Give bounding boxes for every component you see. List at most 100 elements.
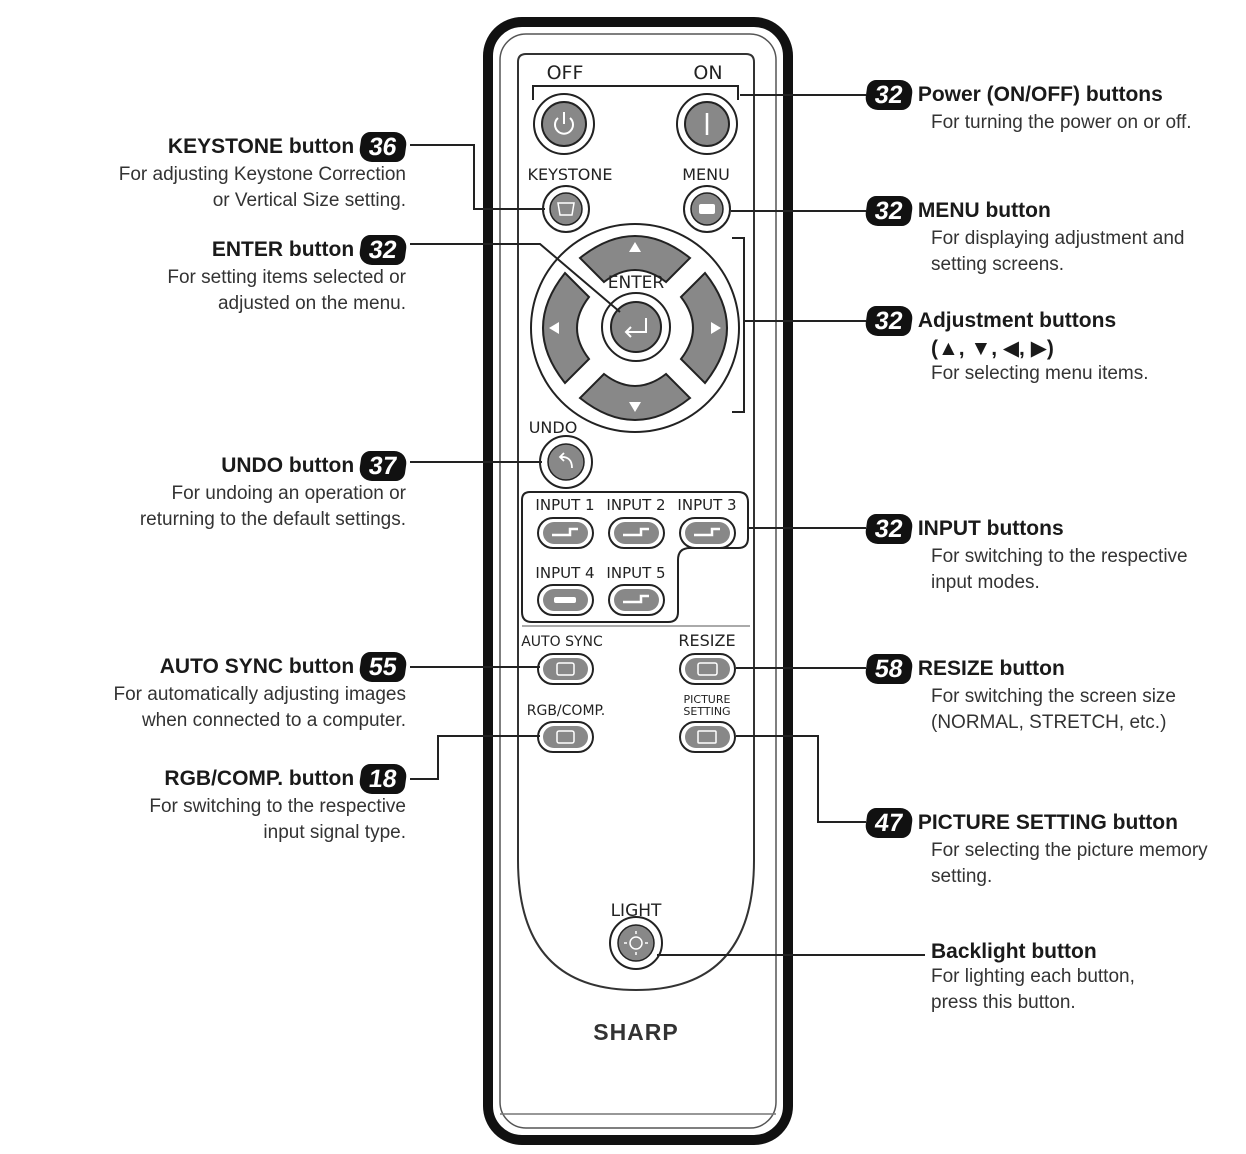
auto-sync-desc-2: when connected to a computer. [141,710,406,731]
input-plug-icon [694,527,720,537]
input-bar-icon [554,597,576,603]
undo-desc-1: For undoing an operation or [171,483,407,504]
menu-button[interactable] [683,185,731,233]
enter-page-badge: 32 [358,235,409,265]
undo-page-badge: 37 [358,451,409,481]
auto-sync-title: AUTO SYNC button [159,655,355,678]
enter-button[interactable] [601,292,671,362]
resize-label: RESIZE [678,631,735,650]
input-plug-icon [623,527,649,537]
on-label: ON [693,62,722,84]
rgb-comp-icon [556,730,575,744]
adjustment-title: Adjustment buttons [917,309,1117,332]
rgb-comp-button[interactable] [537,721,594,753]
input-page-badge: 32 [863,514,914,544]
rgb-comp-desc-2: input signal type. [263,822,406,843]
backlight-desc-2: press this button. [931,992,1076,1013]
picture-setting-button[interactable] [679,721,736,753]
picture-setting-label-2: SETTING [683,705,730,718]
picture-setting-title: PICTURE SETTING button [917,811,1178,834]
keystone-desc-2: or Vertical Size setting. [212,190,406,211]
input1-label: INPUT 1 [535,496,594,514]
input-title: INPUT buttons [917,517,1064,540]
power-page-badge: 32 [863,80,914,110]
adjustment-subtitle: (▲, ▼, ◀, ▶) [931,337,1054,360]
keystone-button[interactable] [542,185,590,233]
light-button[interactable] [609,916,663,970]
input4-label: INPUT 4 [535,564,594,582]
undo-arrow-icon [558,452,573,469]
input-plug-icon [623,594,649,604]
picture-setting-page-badge: 47 [863,808,914,838]
undo-desc-2: returning to the default settings. [139,509,406,530]
right-button[interactable] [679,271,728,385]
auto-sync-page-badge: 55 [358,652,409,682]
auto-sync-button[interactable] [537,653,594,685]
input-desc-1: For switching to the respective [931,546,1188,567]
input-desc-2: input modes. [931,572,1040,593]
right-arrow-icon [711,322,721,334]
undo-button[interactable] [539,435,593,489]
enter-title: ENTER button [211,238,355,261]
input3-button[interactable] [679,517,736,549]
power-title: Power (ON/OFF) buttons [917,83,1163,106]
left-arrow-icon [549,322,559,334]
backlight-desc-1: For lighting each button, [931,966,1135,987]
rgb-comp-desc-1: For switching to the respective [149,796,406,817]
undo-label: UNDO [529,418,578,437]
input2-label: INPUT 2 [606,496,665,514]
resize-title: RESIZE button [917,657,1065,680]
backlight-callout: Backlight button For lighting each butto… [931,940,1241,1016]
input3-label: INPUT 3 [677,496,736,514]
picture-setting-icon [697,730,717,744]
up-button[interactable] [578,235,692,284]
enter-desc-1: For setting items selected or [167,267,406,288]
light-bulb-icon [624,931,648,955]
keystone-title: KEYSTONE button [167,135,355,158]
auto-sync-icon [556,662,575,676]
power-off-button[interactable] [533,93,595,155]
power-icon [554,112,574,135]
auto-sync-label: AUTO SYNC [521,634,603,650]
input4-button[interactable] [537,584,594,616]
auto-sync-desc-1: For automatically adjusting images [113,684,406,705]
input-plug-icon [552,527,578,537]
resize-button[interactable] [679,653,736,685]
keystone-label: KEYSTONE [528,165,613,184]
picture-setting-label-1: PICTURE [684,693,731,706]
left-button[interactable] [542,271,591,385]
down-button[interactable] [578,372,692,421]
keystone-icon [557,202,575,216]
sharp-logo: SHARP [593,1019,679,1045]
input2-button[interactable] [608,517,665,549]
picture-setting-desc-2: setting. [931,866,993,887]
menu-page-badge: 32 [863,196,914,226]
menu-desc-2: setting screens. [931,254,1065,275]
picture-setting-desc-1: For selecting the picture memory [931,840,1208,861]
off-label: OFF [547,62,584,84]
menu-label: MENU [682,165,730,184]
rgb-comp-title: RGB/COMP. button [164,767,355,790]
resize-page-badge: 58 [863,654,914,684]
input5-button[interactable] [608,584,665,616]
input1-button[interactable] [537,517,594,549]
power-on-button[interactable] [676,93,738,155]
undo-title: UNDO button [221,454,355,477]
down-arrow-icon [629,402,641,412]
rgb-comp-page-badge: 18 [358,764,409,794]
power-desc-1: For turning the power on or off. [931,112,1192,133]
enter-return-icon [624,318,647,338]
keystone-desc-1: For adjusting Keystone Correction [118,164,406,185]
resize-desc-2: (NORMAL, STRETCH, etc.) [931,712,1167,733]
menu-icon [699,204,715,214]
light-label: LIGHT [611,901,662,921]
